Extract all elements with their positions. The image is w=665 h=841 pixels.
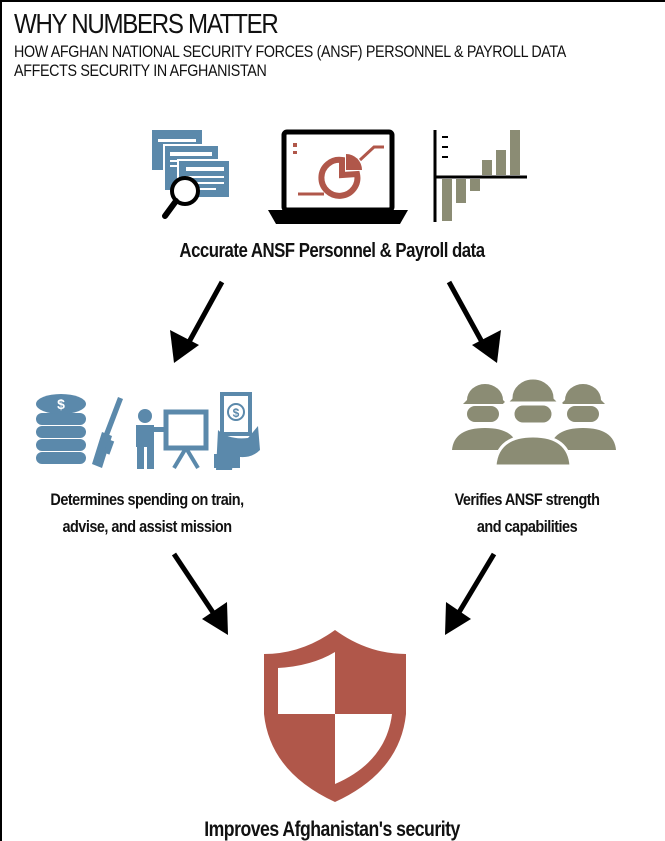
shield-icon	[264, 630, 406, 802]
node-verifies-line-1: Verifies ANSF strength	[454, 490, 600, 509]
node-spending-line-2: advise, and assist mission	[62, 517, 232, 536]
svg-text:$: $	[57, 396, 65, 412]
soldier-center	[493, 376, 573, 468]
arrow-bottom-right	[445, 552, 497, 635]
node-verifies-line-2: and capabilities	[476, 517, 578, 536]
soldier-left	[452, 384, 518, 450]
svg-text:$: $	[233, 406, 240, 420]
node-accurate-data-label: Accurate ANSF Personnel & Payroll data	[179, 240, 485, 262]
soldiers-icon	[452, 376, 616, 468]
page-title: WHY NUMBERS MATTER	[14, 8, 279, 39]
soldier-right	[550, 384, 616, 450]
arrow-top-right	[446, 280, 501, 363]
money-hand-icon: $	[214, 392, 260, 470]
node-verifies-label: Verifies ANSF strength and capabilities	[421, 486, 634, 540]
arrows	[170, 280, 501, 635]
trainer-whiteboard-icon	[136, 409, 209, 470]
subtitle-line-2: AFFECTS SECURITY IN AFGHANISTAN	[14, 61, 267, 80]
rifle-icon	[92, 397, 123, 468]
node-spending-label: Determines spending on train, advise, an…	[24, 486, 271, 540]
arrow-top-left	[170, 280, 225, 363]
laptop-chart-icon	[268, 129, 408, 224]
node-security-label: Improves Afghanistan's security	[204, 818, 460, 841]
coin-stack-icon: $	[36, 394, 86, 464]
bar-chart-icon	[433, 130, 527, 222]
arrow-bottom-left	[171, 552, 228, 635]
subtitle-line-1: HOW AFGHAN NATIONAL SECURITY FORCES (ANS…	[14, 42, 566, 61]
node-spending-line-1: Determines spending on train,	[50, 490, 244, 509]
documents-magnifier-icon	[152, 130, 231, 219]
page-subtitle: HOW AFGHAN NATIONAL SECURITY FORCES (ANS…	[14, 42, 665, 80]
